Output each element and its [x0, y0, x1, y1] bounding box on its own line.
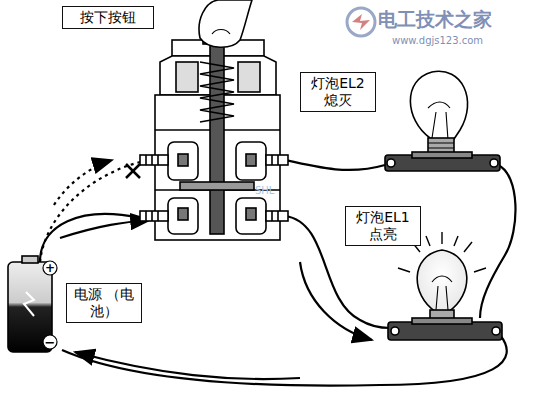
- bulb-el1: [388, 232, 502, 340]
- watermark: SHL: [255, 186, 274, 196]
- callout-text: 灯泡EL2 熄灭: [305, 75, 371, 109]
- callout-text: 电源 （电池）: [71, 286, 137, 320]
- battery: [8, 256, 57, 352]
- watermark: 电工技术之家: [378, 10, 492, 29]
- watermark-logo: [347, 8, 375, 36]
- bulb-el2: [385, 71, 500, 171]
- callout-box: 电源 （电池）: [66, 283, 142, 323]
- callout-box: 灯泡EL1 点亮: [345, 206, 421, 246]
- watermark: www.dgjs123.com: [392, 36, 483, 46]
- callout-text: 灯泡EL1 点亮: [350, 209, 416, 243]
- polarity-sign: +: [45, 262, 55, 274]
- finger: [199, 0, 252, 47]
- fingernail: [212, 30, 230, 35]
- polarity-sign: −: [45, 336, 56, 349]
- callout-box: 按下按钮: [62, 6, 154, 29]
- callout-box: 灯泡EL2 熄灭: [300, 72, 376, 112]
- break-mark: [126, 164, 140, 178]
- callout-text: 按下按钮: [67, 9, 149, 26]
- pushbutton-switch: [140, 22, 288, 240]
